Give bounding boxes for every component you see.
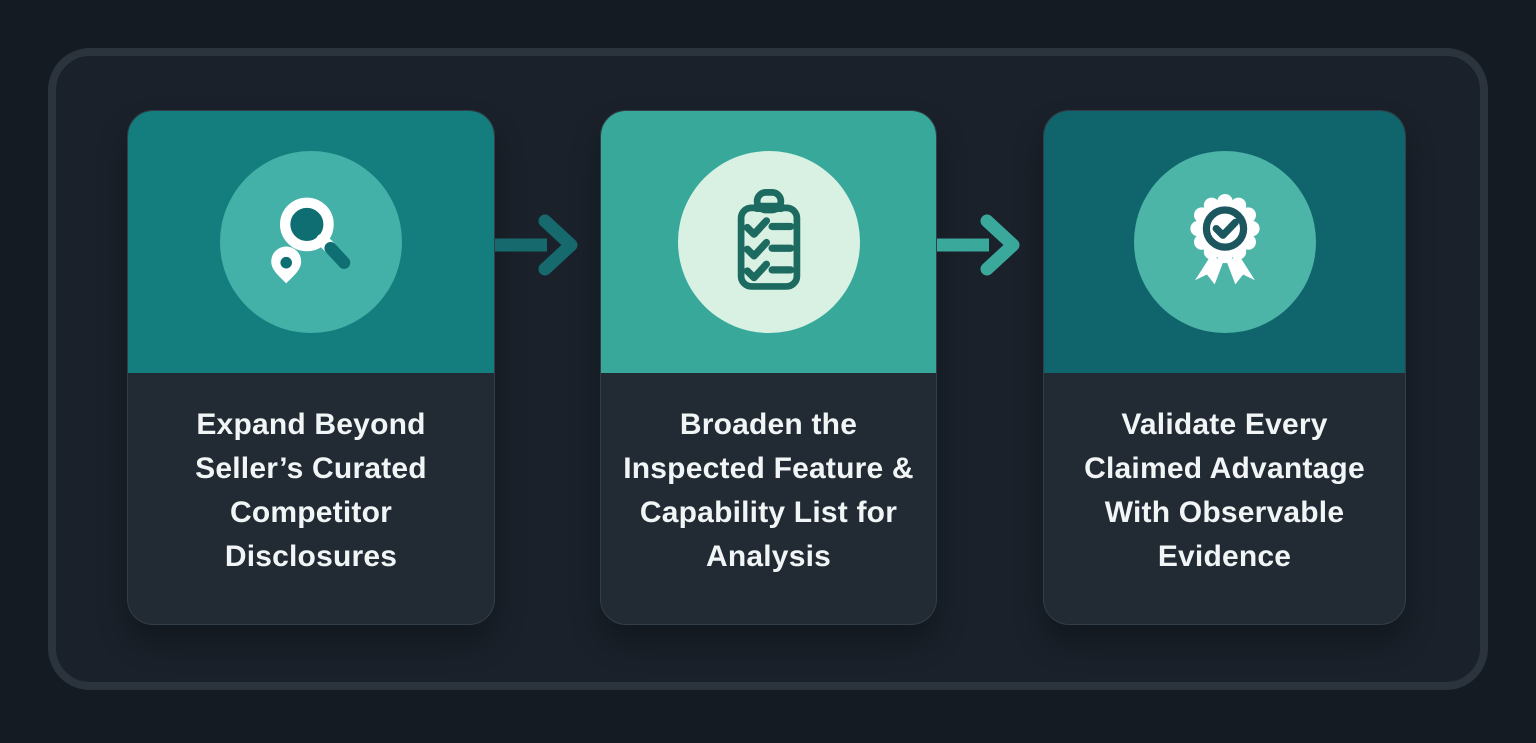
step-3-title: Validate Every Claimed Advantage With Ob…	[1084, 408, 1365, 573]
step-3-icon-circle	[1133, 151, 1316, 333]
step-1-header	[128, 111, 494, 373]
step-card-1: Expand Beyond Seller’s Curated Competito…	[127, 110, 495, 625]
checklist-clipboard-icon	[737, 189, 800, 290]
step-1-body: Expand Beyond Seller’s Curated Competito…	[128, 373, 494, 579]
step-card-3: Validate Every Claimed Advantage With Ob…	[1043, 110, 1406, 625]
step-2-header	[601, 111, 936, 373]
step-3-body: Validate Every Claimed Advantage With Ob…	[1044, 373, 1405, 579]
step-3-header	[1044, 111, 1405, 373]
step-2-title: Broaden the Inspected Feature & Capabili…	[623, 408, 914, 573]
step-1-title: Expand Beyond Seller’s Curated Competito…	[195, 408, 427, 573]
step-card-2: Broaden the Inspected Feature & Capabili…	[600, 110, 937, 625]
award-ribbon-icon	[1189, 193, 1260, 285]
search-location-icon	[271, 197, 351, 284]
flow-arrow-1	[495, 214, 578, 276]
step-2-icon-circle	[677, 151, 860, 333]
flow-arrow-2	[937, 214, 1020, 276]
step-2-body: Broaden the Inspected Feature & Capabili…	[601, 373, 936, 579]
step-1-icon-circle	[220, 151, 402, 333]
